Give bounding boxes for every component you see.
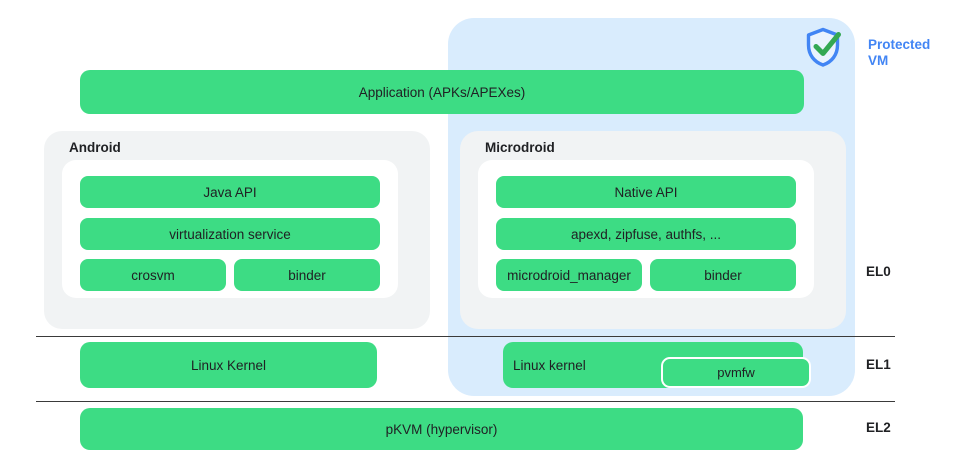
android-linux-kernel-bar: Linux Kernel [80, 342, 377, 388]
microdroid-group: Microdroid Native API apexd, zipfuse, au… [460, 131, 846, 329]
microdroid-inner-panel: Native API apexd, zipfuse, authfs, ... m… [478, 160, 814, 298]
el0-el1-divider [36, 336, 895, 337]
el1-el2-divider [36, 401, 895, 402]
protected-vm-label-line2: VM [868, 53, 889, 68]
shield-check-icon [804, 26, 850, 70]
application-bar: Application (APKs/APEXes) [80, 70, 804, 114]
el1-label: EL1 [866, 357, 891, 372]
pvmfw-bar: pvmfw [661, 357, 811, 388]
el2-label: EL2 [866, 420, 891, 435]
apexd-zipfuse-authfs-bar: apexd, zipfuse, authfs, ... [496, 218, 796, 250]
android-binder-bar: binder [234, 259, 380, 291]
android-group: Android Java API virtualization service … [44, 131, 430, 329]
pkvm-hypervisor-bar: pKVM (hypervisor) [80, 408, 803, 450]
native-api-bar: Native API [496, 176, 796, 208]
crosvm-bar: crosvm [80, 259, 226, 291]
java-api-bar: Java API [80, 176, 380, 208]
microdroid-binder-bar: binder [650, 259, 796, 291]
protected-vm-label-line1: Protected [868, 37, 931, 52]
el0-label: EL0 [866, 264, 891, 279]
protected-vm-label: Protected VM [868, 37, 930, 69]
android-inner-panel: Java API virtualization service crosvm b… [62, 160, 398, 298]
microdroid-group-title: Microdroid [485, 140, 555, 155]
virtualization-service-bar: virtualization service [80, 218, 380, 250]
microdroid-manager-bar: microdroid_manager [496, 259, 642, 291]
android-group-title: Android [69, 140, 121, 155]
